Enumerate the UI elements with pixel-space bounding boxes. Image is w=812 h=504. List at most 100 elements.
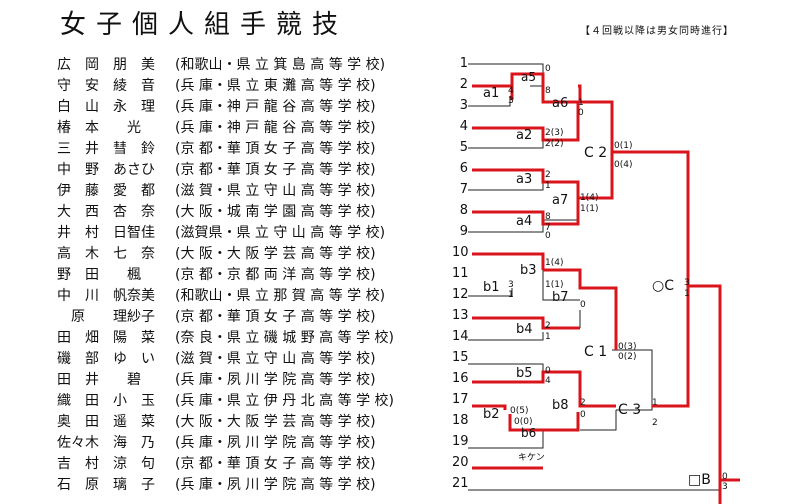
score: 0 [545, 231, 551, 241]
player-name: 原 理紗子 [57, 309, 155, 325]
player-school: (兵 庫・神 戸 龍 谷 高 等 学 校) [175, 99, 376, 115]
player-row: 中 川 帆奈美(和歌山・県 立 那 賀 高 等 学 校) [57, 285, 385, 305]
player-school: (滋 賀・県 立 守 山 高 等 学 校) [175, 183, 376, 199]
player-school: (奈 良・県 立 磯 城 野 高 等 学 校) [175, 330, 394, 346]
player-row: 吉 村 涼 句 (京 都・華 頂 女 子 高 等 学 校) [57, 453, 376, 473]
player-school: (京 都・華 頂 女 子 高 等 学 校) [175, 456, 376, 472]
player-row: 原 理紗子(京 都・華 頂 女 子 高 等 学 校) [57, 306, 376, 326]
player-number: 14 [452, 329, 469, 344]
match-b3: b3 [520, 263, 537, 278]
score: 1(4) [580, 193, 599, 203]
player-row: 中 野 あさひ(京 都・華 頂 女 子 高 等 学 校) [57, 159, 376, 179]
player-school: (和歌山・県 立 那 賀 高 等 学 校) [175, 288, 386, 304]
player-name: 井 村 日智佳 [57, 225, 155, 241]
match-b8: b8 [552, 398, 569, 413]
player-school: (兵 庫・夙 川 学 院 高 等 学 校) [175, 477, 376, 493]
player-name: 椿 本 光 [57, 120, 141, 136]
score: 0(2) [618, 352, 637, 362]
player-name: 大 西 杏 奈 [57, 204, 155, 220]
score: 1 [684, 289, 690, 299]
match-b5: b5 [516, 366, 533, 381]
player-number: 16 [452, 371, 469, 386]
player-row: 磯 部 ゆ い (滋 賀・県 立 守 山 高 等 学 校) [57, 348, 376, 368]
player-row: 井 村 日智佳 (滋賀県・県 立 守 山 高 等 学 校) [57, 222, 385, 242]
player-number: 19 [452, 434, 469, 449]
score: 4 [508, 86, 514, 96]
score: 0 [545, 64, 551, 74]
match-b7: b7 [552, 290, 569, 305]
player-name: 守 安 綾 音 [57, 78, 155, 94]
player-school: (和歌山・県 立 箕 島 高 等 学 校) [175, 57, 386, 73]
player-number: 2 [459, 77, 468, 92]
player-school: (兵 庫・神 戸 龍 谷 高 等 学 校) [175, 120, 376, 136]
score: 2(3) [545, 128, 564, 138]
player-number: 21 [452, 476, 469, 491]
bracket-lines-red [472, 72, 740, 504]
player-name: 奥 田 遥 菜 [57, 414, 155, 430]
match-c1: C 1 [584, 344, 608, 360]
player-name: 野 田 楓 [57, 267, 141, 283]
player-number: 1 [459, 56, 468, 71]
player-name: 磯 部 ゆ い [57, 351, 155, 367]
score: 1(1) [580, 204, 599, 214]
page-title: 女子個人組手競技 [60, 10, 349, 40]
score: 1(4) [545, 258, 564, 268]
player-number: 11 [452, 266, 469, 281]
player-name: 中 野 あさひ [57, 162, 155, 178]
match-a6: a6 [552, 96, 569, 111]
match-oc: ○C [652, 278, 674, 294]
player-row: 三 井 彗 鈴(京 都・華 頂 女 子 高 等 学 校) [57, 138, 376, 158]
match-c2: C 2 [584, 145, 608, 161]
player-number: 13 [452, 308, 469, 323]
score: 1 [545, 332, 551, 342]
player-name: 伊 藤 愛 都 [57, 183, 155, 199]
player-school: (大 阪・大 阪 学 芸 高 等 学 校) [175, 246, 376, 262]
player-name: 石 原 璃 子 [57, 477, 155, 493]
score: 0(3) [618, 342, 637, 352]
player-school: (兵 庫・県 立 東 灘 高 等 学 校) [175, 78, 376, 94]
score: 0 [580, 300, 586, 310]
score: 0(5) [510, 406, 529, 416]
player-row: 野 田 楓 (京 都・京 都 両 洋 高 等 学 校) [57, 264, 376, 284]
player-row: 大 西 杏 奈 (大 阪・城 南 学 園 高 等 学 校) [57, 201, 376, 221]
score: 1 [545, 181, 551, 191]
player-number: 5 [459, 140, 468, 155]
player-row: 田 井 碧(兵 庫・夙 川 学 院 高 等 学 校) [57, 369, 376, 389]
player-number: 12 [452, 287, 469, 302]
match-a2: a2 [516, 128, 533, 143]
player-row: 白 山 永 理 (兵 庫・神 戸 龍 谷 高 等 学 校) [57, 96, 376, 116]
score: 0 [578, 108, 584, 118]
player-name: 田 畑 陽 菜 [57, 330, 155, 346]
forfeit-label: キケン [518, 453, 545, 463]
score: 2 [545, 170, 551, 180]
player-school: (大 阪・城 南 学 園 高 等 学 校) [175, 204, 376, 220]
player-number: 4 [459, 119, 468, 134]
score: 8 [545, 86, 551, 96]
player-school: (滋賀県・県 立 守 山 高 等 学 校) [175, 225, 386, 241]
player-name: 白 山 永 理 [57, 99, 155, 115]
player-school: (京 都・京 都 両 洋 高 等 学 校) [175, 267, 376, 283]
score: 3 [508, 280, 514, 290]
player-name: 吉 村 涼 句 [57, 456, 155, 472]
player-number: 10 [452, 245, 469, 260]
player-name: 佐々木 海 乃 [57, 435, 155, 451]
player-school: (滋 賀・県 立 守 山 高 等 学 校) [175, 351, 376, 367]
score: 3 [722, 482, 728, 492]
player-school: (兵 庫・夙 川 学 院 高 等 学 校) [175, 372, 376, 388]
score: 0 [545, 366, 551, 376]
score: 0(4) [614, 160, 633, 170]
player-name: 高 木 七 奈 [57, 246, 155, 262]
player-school: (兵 庫・県 立 伊 丹 北 高 等 学 校) [175, 393, 394, 409]
player-row: 奥 田 遥 菜(大 阪・大 阪 学 芸 高 等 学 校) [57, 411, 376, 431]
match-a5: a5 [521, 70, 536, 84]
score: 4 [545, 376, 551, 386]
score: 7 [545, 223, 551, 233]
player-row: 高 木 七 奈 (大 阪・大 阪 学 芸 高 等 学 校) [57, 243, 376, 263]
score: 0(1) [614, 141, 633, 151]
match-b1: b1 [483, 280, 500, 295]
schedule-note: 【４回戦以降は男女同時進行】 [580, 26, 734, 37]
player-row: 伊 藤 愛 都 (滋 賀・県 立 守 山 高 等 学 校) [57, 180, 376, 200]
match-b6: b6 [521, 426, 537, 440]
score: 0(0) [514, 417, 533, 427]
